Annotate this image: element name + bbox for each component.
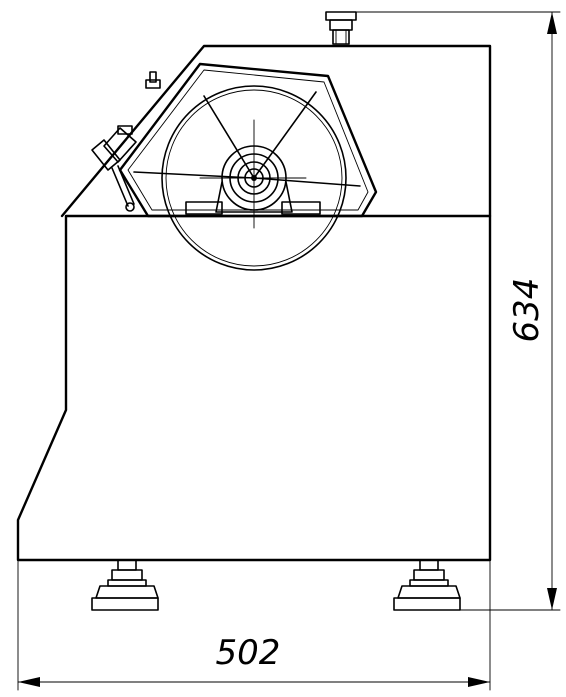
width-dimension-label: 502 [216, 633, 281, 673]
wheel [133, 85, 361, 271]
lower-housing [16, 214, 492, 562]
hub-mounts [185, 181, 321, 215]
height-dimension-label: 634 [507, 278, 547, 343]
width-dimension: 502 [17, 559, 491, 691]
upper-hood [60, 44, 492, 218]
right-foot [393, 559, 461, 611]
height-dimension: 634 [355, 11, 561, 611]
wheel-hub [221, 145, 287, 211]
left-foot [91, 559, 159, 611]
top-knob [325, 11, 357, 45]
wheel-housing-inner [127, 69, 369, 211]
side-fittings [91, 71, 161, 212]
